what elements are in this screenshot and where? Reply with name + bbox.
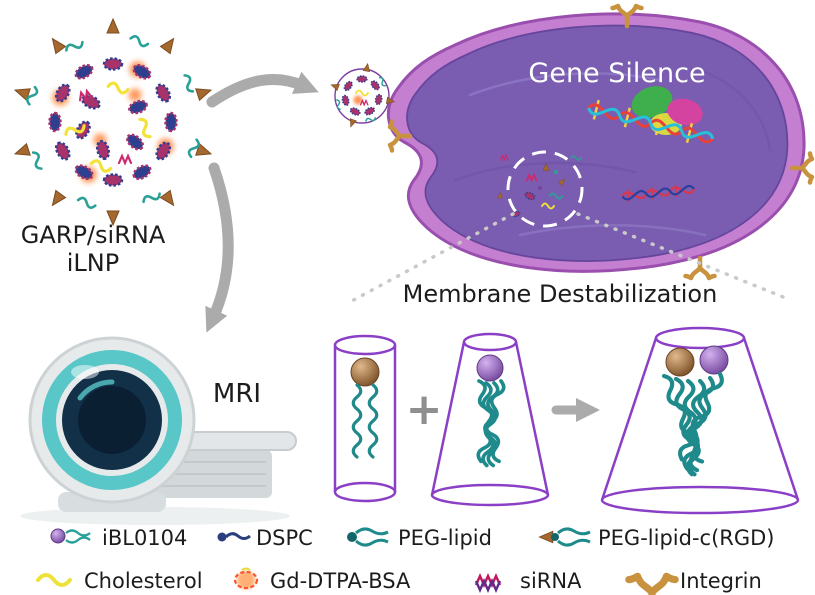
lipid-big-cone xyxy=(600,326,800,515)
lipid-cylinder xyxy=(333,334,397,503)
peg-lipid-rgd-icon xyxy=(538,527,591,547)
legend-label-gd-dtpa-bsa: Gd-DTPA-BSA xyxy=(270,569,411,593)
purple-lipid-sphere-icon xyxy=(50,528,91,544)
yellow-cholesterol-icon xyxy=(36,573,72,587)
ilnp-liposome xyxy=(12,18,214,226)
risc-complex xyxy=(631,86,703,135)
membrane-destabilization-label: Membrane Destabilization xyxy=(403,280,718,308)
integrin-y-icon xyxy=(629,576,675,595)
lipid-cone xyxy=(430,332,550,507)
liposome-spikes xyxy=(12,18,214,226)
garp-label-line1: GARP/siRNA xyxy=(21,221,166,249)
gene-silence-label: Gene Silence xyxy=(528,58,705,89)
flow-arrows xyxy=(205,71,600,422)
orange-gd-dtpa-bsa-icon xyxy=(233,567,259,590)
lipid-cone-contents xyxy=(472,354,508,468)
dna-helix-large xyxy=(587,99,715,144)
garp-label-line2: iLNP xyxy=(67,249,119,277)
liposome-cargo xyxy=(62,80,156,175)
legend-label-integrin: Integrin xyxy=(680,569,762,593)
arrow-liposome-to-cell xyxy=(206,71,319,108)
sirna-zigzag-icon xyxy=(474,573,502,593)
plus-sign: + xyxy=(406,384,443,435)
legend-label-sirna: siRNA xyxy=(520,569,582,593)
cytoplasm-texture xyxy=(453,68,772,237)
zoom-highlight-circle xyxy=(506,150,584,228)
navy-phospholipid-icon xyxy=(217,532,251,542)
legend-label-ibl0104: iBL0104 xyxy=(102,526,187,550)
small-liposome xyxy=(329,62,396,129)
cell-interior xyxy=(406,24,789,262)
cell xyxy=(386,6,812,278)
zoom-projection-lines xyxy=(346,212,790,305)
legend-label-peg-lipid-rgd: PEG-lipid-c(RGD) xyxy=(598,526,775,550)
teal-peg-lipid-icon xyxy=(347,527,389,547)
gd-glow-spots xyxy=(52,61,174,183)
arrow-liposome-to-mri xyxy=(205,162,234,333)
mri-label: MRI xyxy=(213,379,261,409)
mri-scanner xyxy=(20,336,297,525)
destabilized-particles xyxy=(497,154,582,219)
dna-helix-small xyxy=(621,184,696,202)
legend: iBL0104 DSPC PEG-lipid PEG-lipid-c(RGD) … xyxy=(36,526,775,595)
lipid-cylinder-contents xyxy=(350,357,380,459)
lipid-big-cone-contents xyxy=(660,345,729,475)
legend-label-cholesterol: Cholesterol xyxy=(84,569,203,593)
legend-label-dspc: DSPC xyxy=(256,526,313,550)
legend-label-peg-lipid: PEG-lipid xyxy=(398,526,492,550)
liposome-membrane-ring xyxy=(48,57,178,187)
